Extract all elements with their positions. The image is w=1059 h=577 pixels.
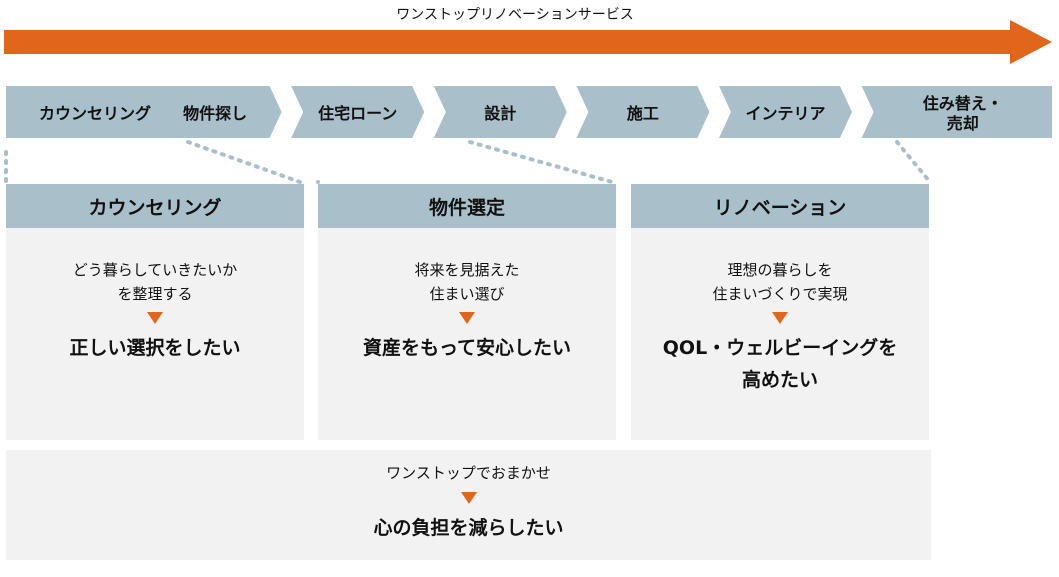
card-description: どう暮らしていきたいか を整理する [72, 261, 238, 303]
step-label: カウンセリング [38, 104, 151, 123]
step-chevron [148, 86, 282, 138]
connector-right [468, 140, 614, 184]
step-chevron [576, 86, 710, 138]
card-heading: リノベーション [631, 184, 929, 228]
step-chevron [719, 86, 852, 138]
down-triangle-icon [772, 312, 788, 324]
step-label: 物件探し [183, 104, 248, 123]
summary-box: ワンストップでおまかせ 心の負担を減らしたい [6, 450, 931, 560]
card-counseling: カウンセリング どう暮らしていきたいか を整理する 正しい選択をしたい [6, 184, 304, 440]
step-chevron [433, 86, 567, 138]
down-triangle-icon [460, 492, 477, 504]
step-label: 住宅ローン [318, 104, 398, 123]
card-property-selection: 物件選定 将来を見据えた 住まい選び 資産をもって安心したい [318, 184, 616, 440]
card-goal: QOL・ウェルビーイングを 高めたい [662, 337, 898, 391]
process-arrow [4, 20, 1052, 64]
step-chevrons [6, 86, 1052, 138]
connector-right [186, 140, 302, 184]
down-triangle-icon [459, 312, 475, 324]
card-goal: 正しい選択をしたい [69, 337, 241, 359]
page-title: ワンストップリノベーションサービス [396, 7, 634, 23]
step-chevron [6, 86, 196, 138]
step-label: インテリア [745, 104, 826, 123]
step-label: 設計 [484, 104, 517, 123]
step-chevron [861, 86, 1052, 138]
card-goal: 資産をもって安心したい [362, 337, 572, 359]
step-label: 住み替え・ 売却 [922, 94, 1003, 133]
connector-right [895, 140, 932, 184]
step-chevron [291, 86, 425, 138]
card-renovation: リノベーション 理想の暮らしを 住まいづくりで実現 QOL・ウェルビーイングを … [631, 184, 929, 440]
step-label: 施工 [626, 104, 659, 123]
summary-description: ワンストップでおまかせ [386, 464, 551, 482]
summary-goal: 心の負担を減らしたい [373, 517, 564, 539]
down-triangle-icon [147, 312, 163, 324]
card-description: 理想の暮らしを 住まいづくりで実現 [712, 261, 848, 303]
card-heading: カウンセリング [6, 184, 304, 228]
card-description: 将来を見据えた 住まい選び [414, 261, 520, 303]
card-heading: 物件選定 [318, 184, 616, 228]
